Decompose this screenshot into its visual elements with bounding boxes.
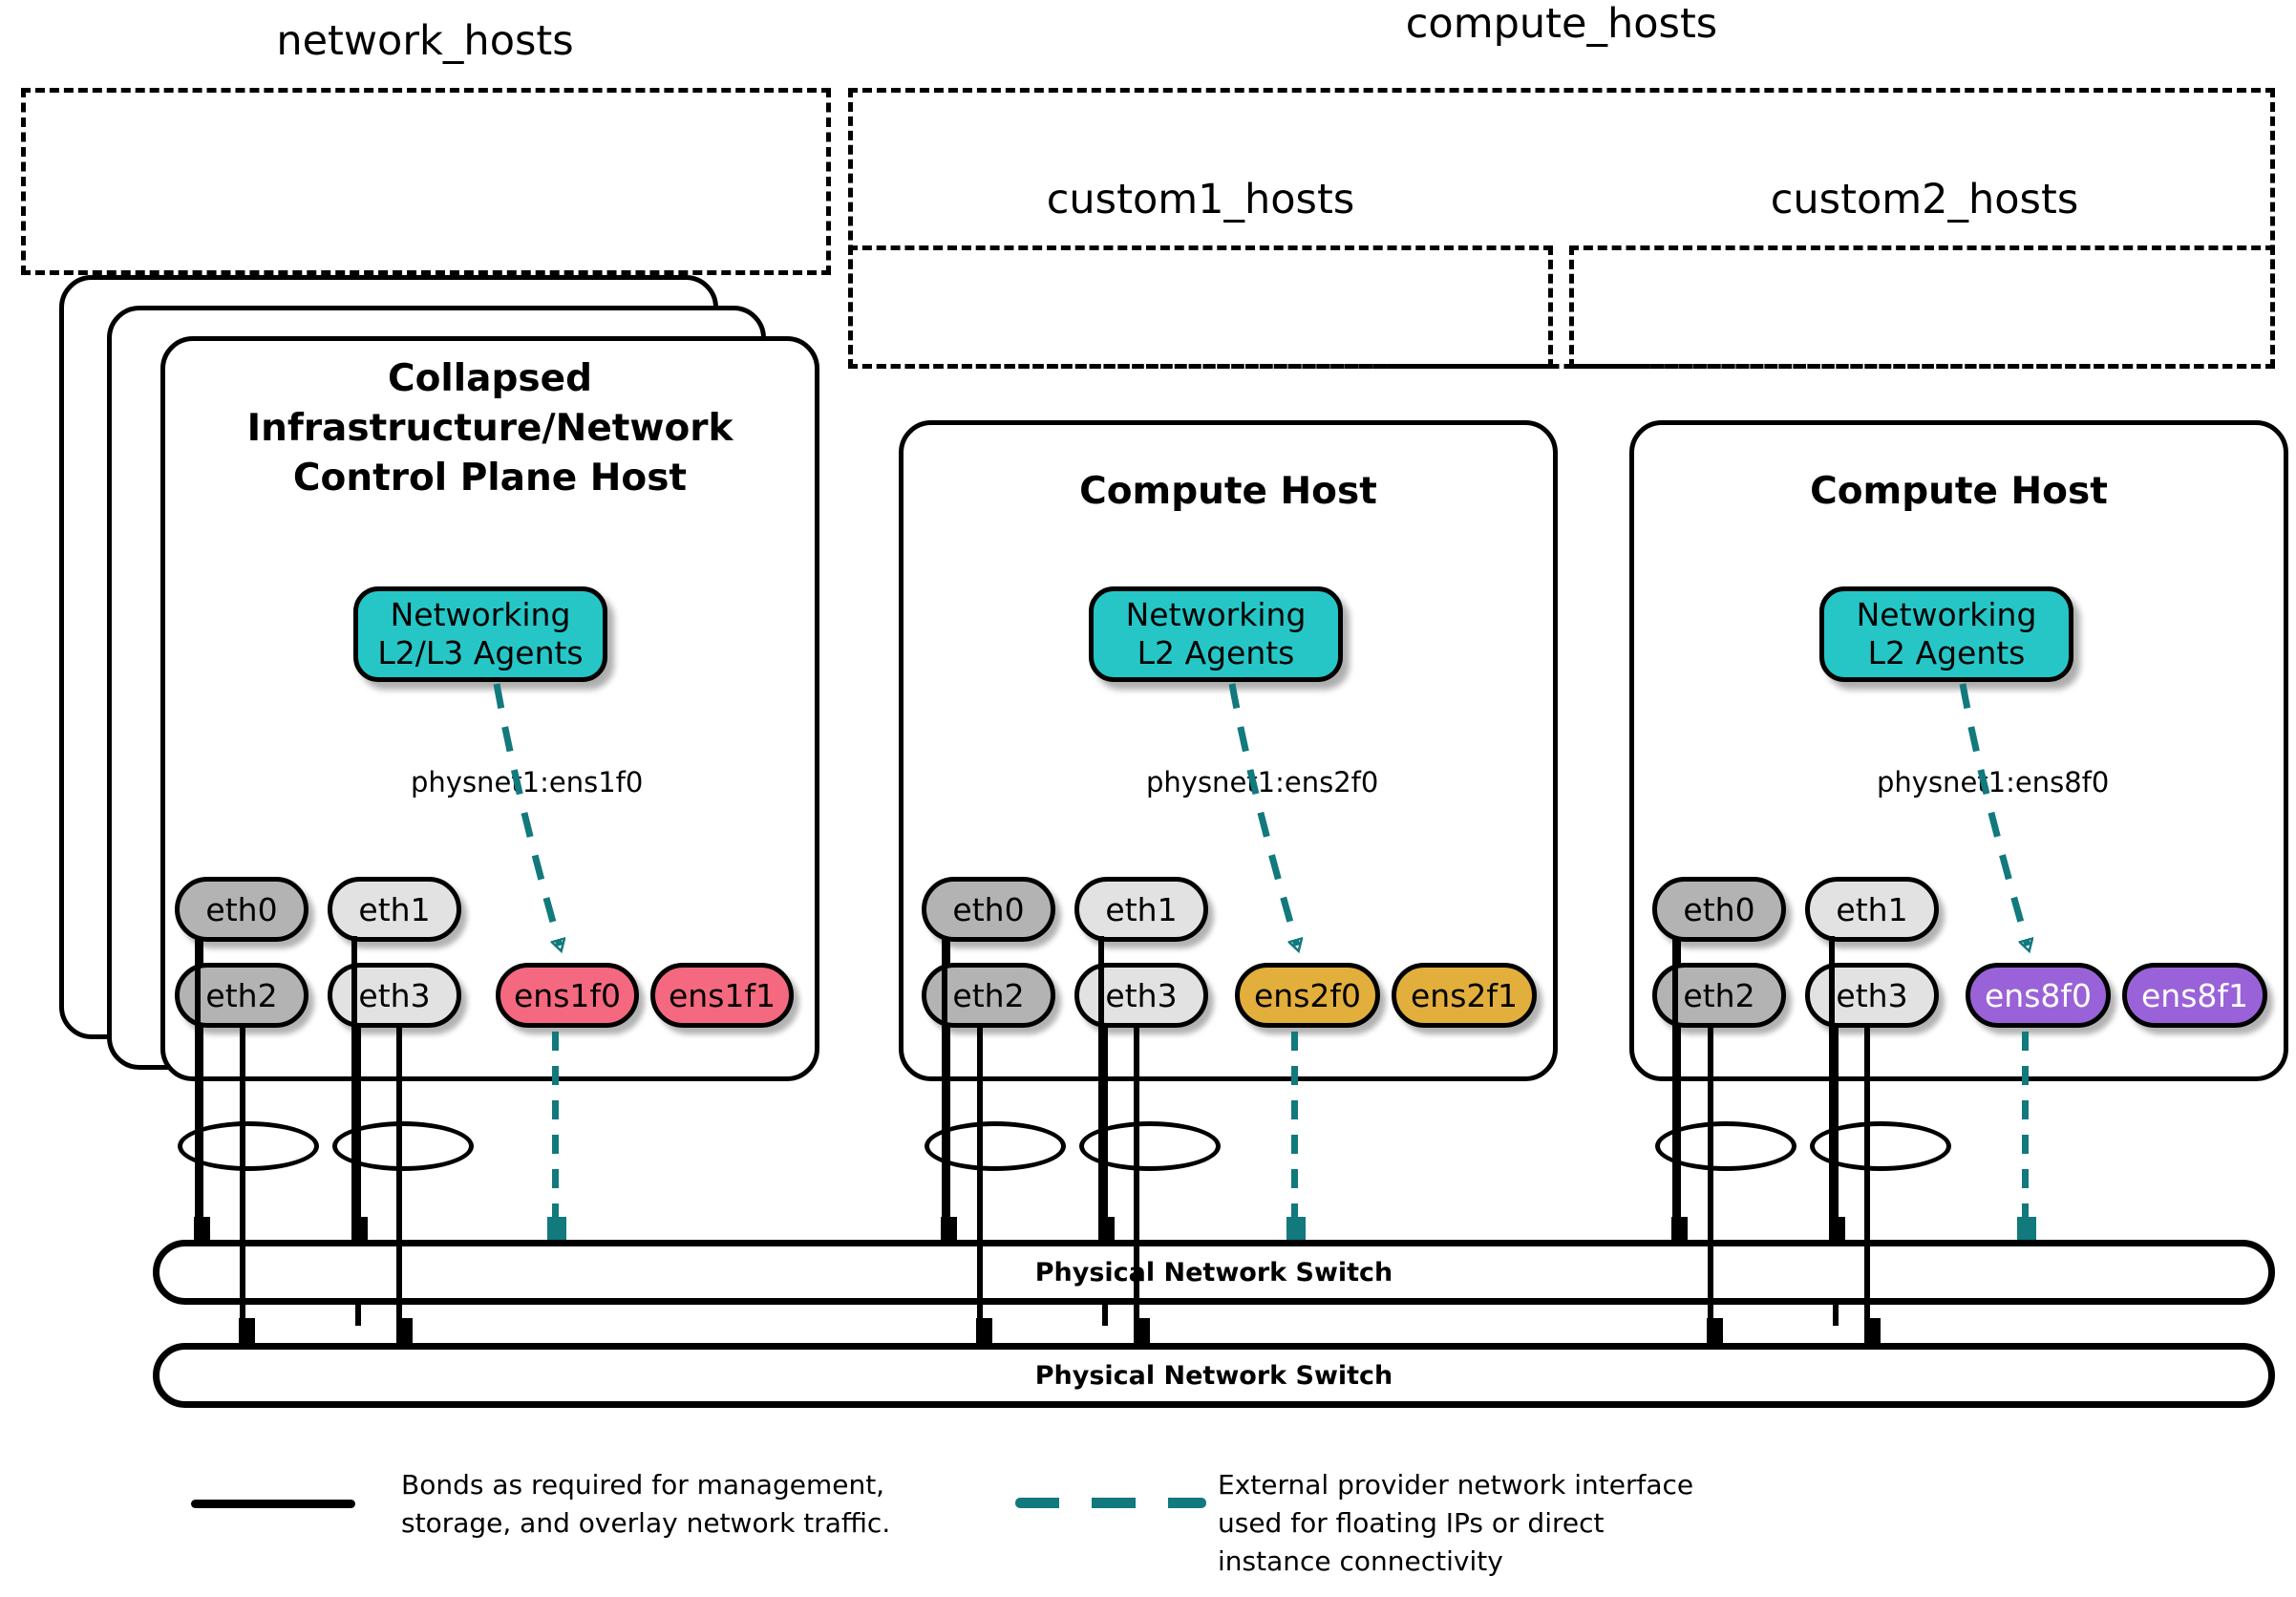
agent-pill-compute-2[interactable]: Networking L2 Agents	[1819, 586, 2073, 682]
provider-dashline-c2	[2022, 1032, 2029, 1223]
nic-label: eth0	[205, 890, 278, 928]
host-title-network-line0: Collapsed	[388, 357, 592, 400]
nic-eth3-c2[interactable]: eth3	[1805, 963, 1939, 1028]
bond-ellipse-c2-b	[1810, 1121, 1951, 1171]
group-box-custom2-hosts	[1569, 245, 2275, 369]
group-label-network-hosts: network_hosts	[276, 17, 574, 65]
nic-label: eth3	[1105, 976, 1178, 1014]
nic-eth2-net[interactable]: eth2	[175, 963, 308, 1028]
nic-label: ens2f0	[1253, 976, 1362, 1014]
nic-eth1-net[interactable]: eth1	[328, 877, 461, 942]
nic-ens2f1-c1[interactable]: ens2f1	[1392, 963, 1537, 1028]
nic-eth0-c1[interactable]: eth0	[922, 877, 1055, 942]
nic-label: ens1f0	[513, 976, 622, 1014]
group-label-compute-hosts: compute_hosts	[1405, 0, 1718, 48]
nic-eth3-net[interactable]: eth3	[328, 963, 461, 1028]
nic-label: eth1	[1105, 890, 1178, 928]
bond-line-eth0-c2	[1675, 907, 1681, 1237]
legend-swatch-bonds	[191, 1500, 355, 1508]
agent-label-line2: L2/L3 Agents	[377, 634, 584, 671]
nic-label: eth1	[358, 890, 431, 928]
group-box-compute-hosts	[848, 88, 2275, 369]
physical-network-switch-top[interactable]: Physical Network Switch	[153, 1240, 2275, 1305]
physnet-label-compute-2: physnet1:ens8f0	[1877, 766, 2110, 798]
nic-eth0-net[interactable]: eth0	[175, 877, 308, 942]
nic-label: eth3	[1836, 976, 1908, 1014]
nic-ens2f0-c1[interactable]: ens2f0	[1235, 963, 1380, 1028]
nic-ens8f1-c2[interactable]: ens8f1	[2122, 963, 2267, 1028]
group-label-custom2-hosts: custom2_hosts	[1770, 176, 2079, 224]
physnet-label-network: physnet1:ens1f0	[411, 766, 644, 798]
bond-ellipse-c2-a	[1655, 1121, 1796, 1171]
nic-label: eth3	[358, 976, 431, 1014]
bond-ellipse-c1-a	[925, 1121, 1066, 1171]
host-card-network[interactable]: Collapsed Infrastructure/Network Control…	[160, 336, 819, 1081]
legend-text-bonds-line0: Bonds as required for management,	[401, 1469, 885, 1501]
nic-label: eth2	[1683, 976, 1755, 1014]
nic-label: eth0	[1683, 890, 1755, 928]
nic-ens1f1-net[interactable]: ens1f1	[650, 963, 794, 1028]
physnet-label-compute-1: physnet1:ens2f0	[1146, 766, 1379, 798]
agent-pill-compute-1[interactable]: Networking L2 Agents	[1089, 586, 1343, 682]
bond-ellipse-net-a	[178, 1121, 319, 1171]
nic-label: ens1f1	[668, 976, 776, 1014]
nic-ens1f0-net[interactable]: ens1f0	[496, 963, 639, 1028]
agent-pill-network[interactable]: Networking L2/L3 Agents	[353, 586, 607, 682]
legend-text-provider-line2: instance connectivity	[1218, 1545, 1503, 1577]
nic-label: eth2	[952, 976, 1025, 1014]
nic-label: ens8f0	[1984, 976, 2093, 1014]
agent-label-line2: L2 Agents	[1867, 634, 2026, 671]
nic-eth2-c2[interactable]: eth2	[1652, 963, 1786, 1028]
agent-label-line1: Networking	[1856, 596, 2037, 633]
nic-label: ens8f1	[2140, 976, 2249, 1014]
bond-line-eth0-c1	[945, 907, 950, 1237]
nic-eth2-c1[interactable]: eth2	[922, 963, 1055, 1028]
bond-ellipse-c1-b	[1079, 1121, 1221, 1171]
host-title-compute-1: Compute Host	[1079, 470, 1377, 513]
legend-text-provider-line1: used for floating IPs or direct	[1218, 1507, 1605, 1539]
nic-label: ens2f1	[1410, 976, 1519, 1014]
host-title-compute-2: Compute Host	[1810, 470, 2108, 513]
agent-label-line1: Networking	[1125, 596, 1307, 633]
nic-label: eth0	[952, 890, 1025, 928]
agent-label-line2: L2 Agents	[1137, 634, 1295, 671]
bond-line-eth0-net	[198, 907, 203, 1237]
group-label-custom1-hosts: custom1_hosts	[1046, 176, 1355, 224]
group-box-network-hosts	[21, 88, 831, 275]
physical-network-switch-bottom[interactable]: Physical Network Switch	[153, 1343, 2275, 1408]
agent-label-line1: Networking	[390, 596, 571, 633]
switch-label: Physical Network Switch	[1034, 1257, 1393, 1288]
provider-dashline-c1	[1291, 1032, 1298, 1223]
group-box-custom1-hosts	[848, 245, 1553, 369]
nic-eth0-c2[interactable]: eth0	[1652, 877, 1786, 942]
host-title-network-line2: Control Plane Host	[292, 457, 688, 500]
nic-eth3-c1[interactable]: eth3	[1074, 963, 1208, 1028]
nic-label: eth1	[1836, 890, 1908, 928]
legend-text-bonds-line1: storage, and overlay network traffic.	[401, 1507, 891, 1539]
legend-swatch-provider	[1015, 1498, 1206, 1508]
switch-label: Physical Network Switch	[1034, 1360, 1393, 1391]
nic-eth1-c2[interactable]: eth1	[1805, 877, 1939, 942]
host-title-network-line1: Infrastructure/Network	[246, 407, 733, 450]
nic-label: eth2	[205, 976, 278, 1014]
nic-eth1-c1[interactable]: eth1	[1074, 877, 1208, 942]
legend-text-provider-line0: External provider network interface	[1218, 1469, 1694, 1501]
bond-ellipse-net-b	[332, 1121, 474, 1171]
nic-ens8f0-c2[interactable]: ens8f0	[1966, 963, 2111, 1028]
provider-dashline-net	[552, 1032, 559, 1223]
